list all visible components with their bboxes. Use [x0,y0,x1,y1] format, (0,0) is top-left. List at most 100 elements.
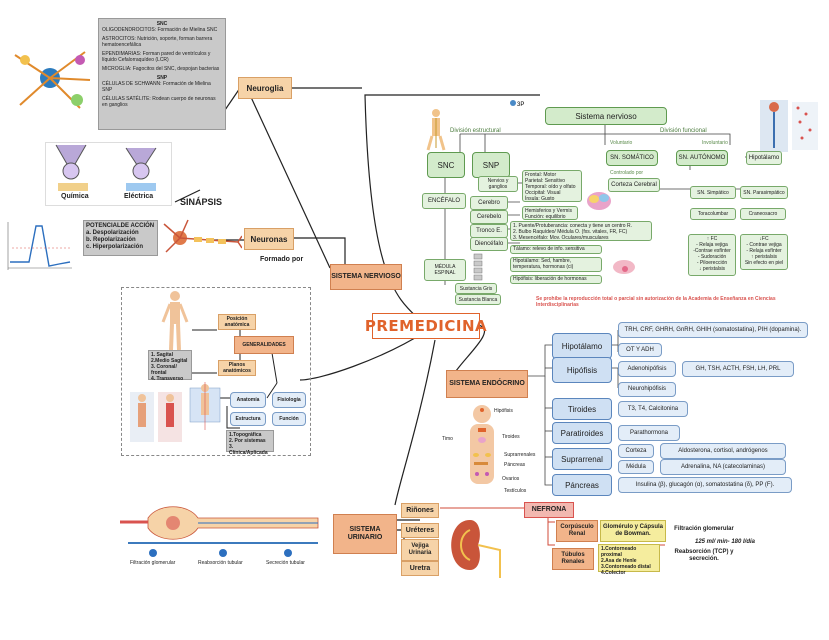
sistema-nervioso-root[interactable]: Sistema nervioso [545,107,667,125]
kidney-diagram [440,510,520,580]
tubulos-node[interactable]: Túbulos Renales [552,548,594,570]
tipo-item: 3. Clínica/Aplicada [229,444,268,456]
cerebelo-info: Hemisferios y Vermis Función: equilibrio [522,206,578,220]
plano-item: 3. Coronal/ frontal [151,364,177,376]
brain-section-icon [612,258,636,276]
ot-adh: OT Y ADH [618,343,662,357]
snc-node[interactable]: SNC [427,152,465,178]
para-effect: - Contrae vejiga [746,242,782,248]
anatomia-node[interactable]: Anatomía [230,392,266,408]
corpusculo-node[interactable]: Corpúsculo Renal [556,520,598,542]
anatomy-figures [128,388,184,446]
sustancia-gris: Sustancia Gris [455,283,497,294]
funcion-node: Función [272,412,306,426]
para-effect: ↑ peristalsis [750,254,778,260]
tronco-node[interactable]: Tronco E. [470,224,508,238]
filtracion-valor: 125 ml/ min- 180 l/día [694,538,756,545]
toracolumbar: Toracolumbar [690,208,736,220]
lobulo-item: Temporal: oído y olfato [525,184,576,190]
body-nervous-figure-left [422,108,450,152]
potencial-item: c. Hiperpolarización [86,244,144,250]
snp-heading: SNP [156,75,168,81]
premedicina-title[interactable]: PREMEDICINA [365,313,487,339]
nephron-diagram: Filtración glomerular Reabsorción tubula… [118,498,330,610]
neuroglia-line: CÉLULAS SATÉLITE: Rodean cuerpo de neuro… [102,96,216,108]
neuroglia-node[interactable]: Neuroglia [238,77,292,99]
neuron-illustration [160,218,243,260]
lobulo-item: Frontal: Motor [525,172,557,178]
nefrona-node[interactable]: NEFRONA [524,502,574,518]
division-funcional: División funcional [660,128,707,134]
ureteres-node[interactable]: Uréteres [401,523,439,538]
tubulo-item: 2.Asa de Henle [601,558,637,564]
neurohipofisis[interactable]: Neurohipófisis [618,382,676,397]
sistema-urinario-node[interactable]: SISTEMA URINARIO [333,514,397,554]
sistema-endocrino-node[interactable]: SISTEMA ENDÓCRINO [446,370,528,398]
sn-simpatico[interactable]: SN. Simpático [690,186,736,199]
corteza-hormonas: Aldosterona, cortisol, andrógenos [660,443,786,459]
generalidades-node[interactable]: GENERALIDADES [234,336,294,354]
tronco-line: 3. Mesencéfalo: Mov. Oculares/musculares [513,235,609,241]
tiroides-hormonas: T3, T4, Calcitonina [618,401,688,417]
sinapsis-label[interactable]: SINÁPSIS [180,197,223,207]
potencial-box: POTENCIALDE ACCIÓN a. Despolarización b.… [83,220,158,256]
hipotalamo-hormonas: TRH, CRF, GHRH, GnRH, GHIH (somatostatin… [618,322,808,338]
neuroglia-line: EPENDIMARIAS: Forman pared de ventrículo… [102,51,211,63]
adenohipofisis[interactable]: Adenohipófisis [618,361,676,377]
tubulo-item: 4.Colector [601,570,626,576]
cerebelo-node[interactable]: Cerebelo [470,210,508,224]
rinones-node[interactable]: Riñones [401,503,439,518]
endo-fig-label: Hipófisis [494,408,513,414]
planos-anatomicos[interactable]: Planos anatómicos [218,360,256,376]
pancreas-node[interactable]: Páncreas [552,474,612,496]
encefalo-node[interactable]: ENCÉFALO [422,193,466,209]
simp-effect: ↓ peristalsis [698,266,726,272]
corteza-node[interactable]: Corteza [618,444,654,458]
cerebro-node[interactable]: Cerebro [470,196,508,210]
sn-somatico-node[interactable]: SN. SOMÁTICO [606,150,658,166]
hipofisis-node[interactable]: Hipófisis [552,357,612,383]
generalidades-panel: Posición anatómica GENERALIDADES Planos … [121,287,311,456]
paratiroides-node[interactable]: Paratiroides [552,422,612,444]
hipotalamo-node[interactable]: Hipotálamo [552,333,612,359]
tiroides-node[interactable]: Tiroides [552,398,612,420]
neuroglia-info-box: SNC OLIGODENDROCITOS: Formación de Mieli… [98,18,226,130]
para-effect: ↓FC [759,236,769,242]
medula-suprarrenal[interactable]: Médula [618,460,654,474]
medula-node[interactable]: MÉDULA ESPINAL [424,259,466,281]
fisiologia-node[interactable]: Fisiología [272,392,306,408]
posicion-anatomica[interactable]: Posición anatómica [218,314,256,330]
tronco-info: 1. Puente/Protuberancia: conecta y tiene… [510,221,652,241]
sustancia-blanca: Sustancia Blanca [455,294,501,305]
sn-parasimpatico[interactable]: SN. Parasimpático [740,186,788,199]
para-effect: Sin efecto en piel [744,260,784,266]
simp-effect: ↑ FC [706,236,718,242]
diencefalo-node[interactable]: Diencéfalo [470,237,508,251]
body-nervous-figure-right [760,100,820,152]
involuntario-label: Involuntario [702,140,728,146]
anatomical-position-figure [160,290,190,352]
potencial-item: a. Despolarización [86,230,139,236]
talamo-info: Tálamo: relevo de info. sensitiva [510,245,602,254]
neuronas-node[interactable]: Neuronas [244,228,294,250]
simp-effect: -Contrae esfínter [693,248,731,254]
hipotalamo-info: Hipotálamo: Sed, hambre, temperatura, ho… [510,257,602,272]
snp-node[interactable]: SNP [472,152,510,178]
sn-autonomo-node[interactable]: SN. AUTÓNOMO [676,150,728,166]
sinapsis-illustration: Química Eléctrica [45,142,172,206]
vejiga-node[interactable]: Vejiga Urinaria [401,539,439,561]
neuroglia-line: MICROGLIA: Fagocitos del SNC, despojan b… [102,66,220,72]
pancreas-hormonas: Insulina (β), glucagón (α), somatostatin… [618,477,792,493]
endocrine-body-figure: Hipófisis Tiroides Timo Suprarrenales Pá… [442,400,538,496]
parasimpatico-effects: ↓FC - Contrae vejiga - Relaja esfínter ↑… [740,234,788,270]
lobulos-box: Frontal: Motor Parietal: Sensitivo Tempo… [522,170,582,202]
uretra-node[interactable]: Uretra [401,561,439,576]
plano-item: 4. Transverso [151,376,184,382]
suprarrenal-node[interactable]: Suprarrenal [552,448,612,470]
tubulos-list: 1.Contorneado proximal 2.Asa de Henle 3.… [598,544,660,576]
potencial-item: b. Repolarización [86,237,136,243]
simp-effect: - Sudoración [697,254,727,260]
nephron-step: Reabsorción tubular [198,560,243,566]
sistema-nervioso-node[interactable]: SISTEMA NERVIOSO [330,264,402,290]
